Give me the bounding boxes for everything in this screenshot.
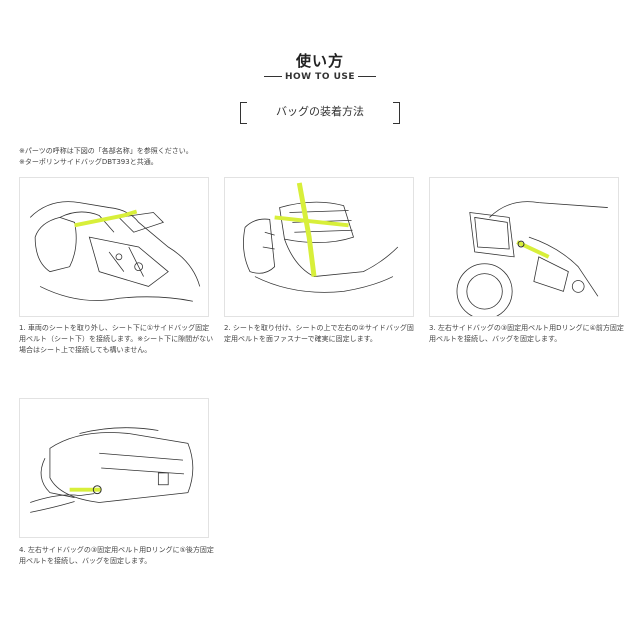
step-2-caption: 2. シートを取り付け、シートの上で左右の②サイドバッグ固定用ベルトを面ファスナ… bbox=[224, 324, 414, 343]
step-3-illustration bbox=[429, 177, 619, 317]
bracket-left bbox=[240, 102, 247, 124]
note-parts-reference: ※パーツの呼称は下図の「各部名称」を参照ください。 bbox=[19, 147, 193, 155]
section-title: バッグの装着方法 bbox=[276, 105, 364, 118]
step-3-drawing bbox=[456, 201, 608, 316]
subtitle-rule-left bbox=[263, 76, 282, 77]
step-4-caption: 4. 左右サイドバッグの③固定用ベルト用Dリングに⑤後方固定用ベルトを接続し、バ… bbox=[19, 546, 214, 565]
step-1-illustration bbox=[19, 177, 209, 317]
page-subtitle: HOW TO USE bbox=[0, 72, 640, 82]
step-4-drawing bbox=[30, 427, 194, 513]
bracket-right bbox=[393, 102, 400, 124]
page-title: 使い方 bbox=[295, 52, 344, 70]
step-1-caption: 1. 車両のシートを取り外し、シート下に①サイドバッグ固定用ベルト（シート下）を… bbox=[19, 324, 214, 354]
note-compatibility: ※ターポリンサイドバッグDBT393と共通。 bbox=[19, 158, 158, 166]
section-heading: バッグの装着方法 bbox=[240, 102, 400, 124]
subtitle-text: HOW TO USE bbox=[284, 72, 356, 82]
step-1-drawing bbox=[29, 201, 201, 302]
subtitle-rule-right bbox=[358, 76, 377, 77]
step-4-illustration bbox=[19, 398, 209, 538]
step-2-drawing bbox=[243, 182, 399, 293]
step-2-illustration bbox=[224, 177, 414, 317]
step-3-caption: 3. 左右サイドバッグの③固定用ベルト用Dリングに④前方固定用ベルトを接続し、バ… bbox=[429, 324, 624, 343]
